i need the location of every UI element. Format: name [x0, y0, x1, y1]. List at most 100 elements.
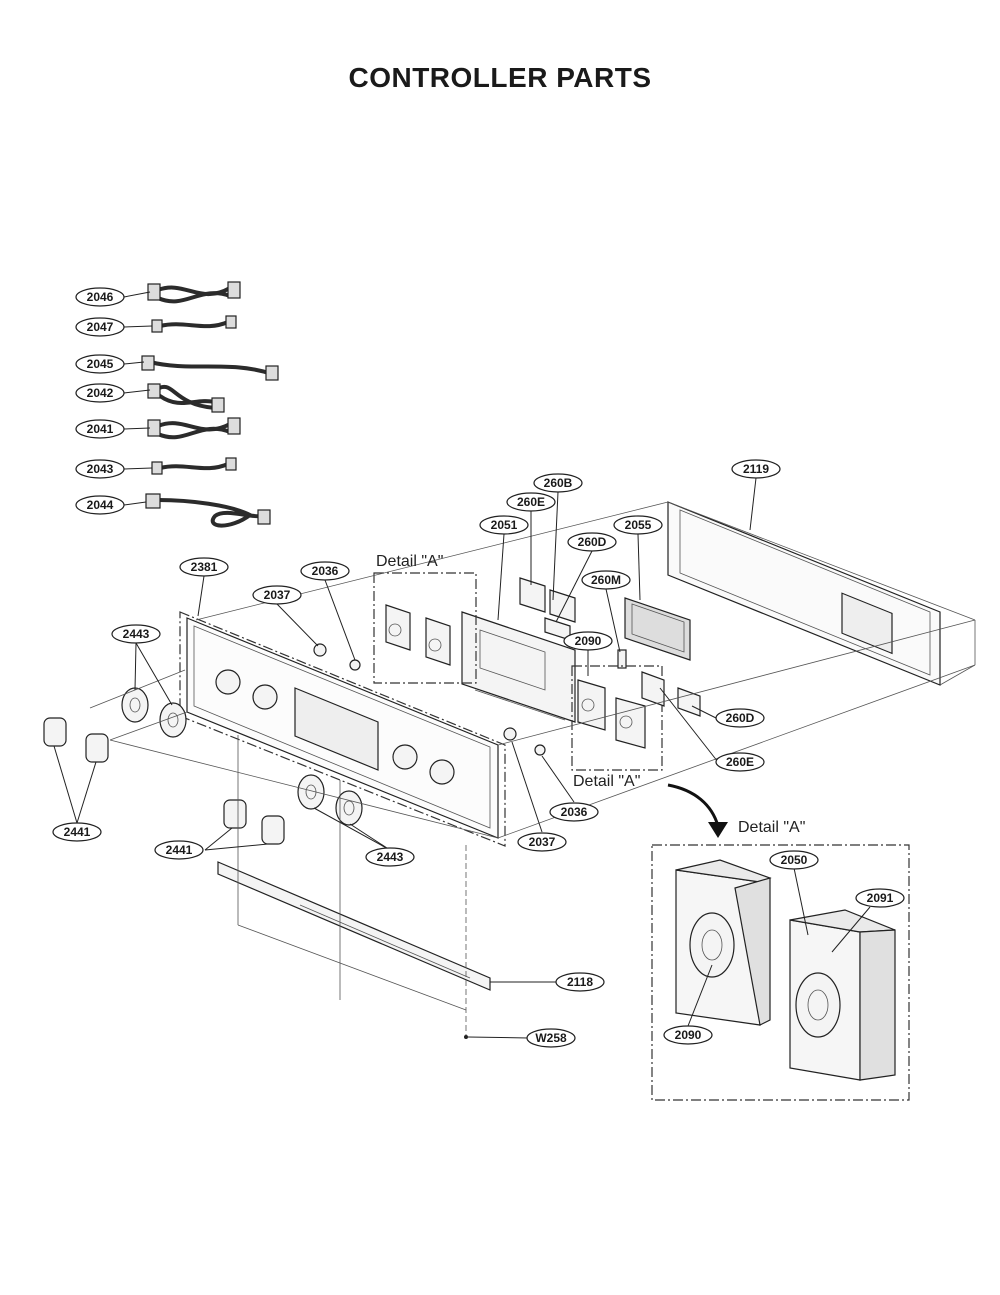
callout-oval	[731, 459, 781, 479]
callout-oval	[75, 317, 125, 337]
callout-2036-top: 2036	[300, 561, 350, 581]
callout-oval	[111, 624, 161, 644]
callout-label: 2036	[561, 805, 588, 819]
callout-260d-right: 260D	[715, 708, 765, 728]
washer-2036-top	[349, 659, 361, 671]
callout-oval	[581, 570, 631, 590]
callout-oval	[506, 492, 556, 512]
detail-a-inset	[651, 844, 910, 1101]
washer-2036-bot	[534, 744, 546, 756]
callout-oval	[526, 1028, 576, 1048]
callout-oval	[75, 495, 125, 515]
callout-label: 260B	[544, 476, 573, 490]
bracket-2118	[217, 861, 491, 991]
callout-oval	[75, 459, 125, 479]
sub-board-260E-right	[641, 671, 665, 707]
detail-a-box-right	[571, 665, 663, 771]
callout-oval	[769, 850, 819, 870]
callout-oval	[567, 532, 617, 552]
callout-2041: 2041	[75, 419, 125, 439]
callout-oval	[75, 419, 125, 439]
callout-label: 2036	[312, 564, 339, 578]
callout-label: 260D	[578, 535, 607, 549]
washer-2037-top	[313, 643, 327, 657]
callout-2441-left: 2441	[52, 822, 102, 842]
callout-260e-right: 260E	[715, 752, 765, 772]
callout-oval	[75, 287, 125, 307]
callout-label: 2050	[781, 853, 808, 867]
connector-260M	[617, 649, 627, 669]
callout-label: 260E	[517, 495, 545, 509]
callout-2441-mid: 2441	[154, 840, 204, 860]
callout-2443-mid: 2443	[365, 847, 415, 867]
sub-board-260B	[549, 589, 576, 623]
callout-label: 2441	[64, 825, 91, 839]
encoder-assembly-right	[577, 679, 646, 749]
callout-2043: 2043	[75, 459, 125, 479]
callout-oval	[365, 847, 415, 867]
encoder-assembly-top	[385, 604, 451, 666]
callout-oval	[715, 752, 765, 772]
callout-label: 2055	[625, 518, 652, 532]
callout-2381: 2381	[179, 557, 229, 577]
callout-2090-det: 2090	[663, 1025, 713, 1045]
knob-2441-a	[43, 717, 67, 747]
leader-lines	[53, 291, 871, 1039]
callout-oval	[715, 708, 765, 728]
detail-a-label-top: Detail "A"	[376, 553, 443, 570]
wire-harness-2045	[141, 355, 279, 381]
callout-label: 2443	[377, 850, 404, 864]
callout-260m: 260M	[581, 570, 631, 590]
wire-harness-2046	[147, 281, 241, 304]
encoder-housing-small	[789, 909, 896, 1081]
callout-oval	[75, 354, 125, 374]
page-title: CONTROLLER PARTS	[348, 62, 652, 93]
callout-oval	[179, 557, 229, 577]
callout-2090-mid: 2090	[563, 631, 613, 651]
callout-oval	[663, 1025, 713, 1045]
bezel-2443-c	[297, 774, 325, 810]
encoder-housing-large	[675, 859, 772, 1026]
callout-2050: 2050	[769, 850, 819, 870]
callout-oval	[517, 832, 567, 852]
callout-oval	[549, 802, 599, 822]
callout-label: 2091	[867, 891, 894, 905]
callout-2042: 2042	[75, 383, 125, 403]
callout-w258: W258	[526, 1028, 576, 1048]
callout-label: 2042	[87, 386, 114, 400]
callout-label: 2037	[529, 835, 556, 849]
bezel-2443-a	[121, 687, 149, 723]
callout-label: 2118	[567, 975, 593, 989]
callout-label: 2119	[743, 462, 769, 476]
callout-label: 260M	[591, 573, 621, 587]
callout-oval	[52, 822, 102, 842]
callout-2044: 2044	[75, 495, 125, 515]
detail-arrow-head	[708, 822, 728, 838]
wire-harness-2044	[145, 493, 271, 528]
callout-label: 2043	[87, 462, 114, 476]
wire-harness-2047	[151, 315, 237, 333]
callout-label: 2381	[191, 560, 218, 574]
detail-a-label-mid: Detail "A"	[573, 773, 640, 790]
bezel-2443-d	[335, 790, 363, 826]
construction-lines	[89, 501, 976, 1035]
callout-260d-top: 260D	[567, 532, 617, 552]
callout-oval	[300, 561, 350, 581]
screw-W258	[464, 1035, 468, 1039]
knob-2441-b	[85, 733, 109, 763]
callout-label: 2041	[87, 422, 114, 436]
wire-harness-2042	[147, 383, 225, 413]
detail-a-label-inset: Detail "A"	[738, 819, 805, 836]
control-panel-2381	[179, 611, 506, 847]
wire-harness-2043	[151, 457, 237, 475]
callout-label: 2051	[491, 518, 518, 532]
callout-oval	[75, 383, 125, 403]
detail-a-box-top	[373, 572, 477, 684]
callout-2443-left: 2443	[111, 624, 161, 644]
callout-2037-bot: 2037	[517, 832, 567, 852]
callout-label: 2441	[166, 843, 193, 857]
bezel-2443-b	[159, 702, 187, 738]
callout-2037-top: 2037	[252, 585, 302, 605]
callout-2036-bot: 2036	[549, 802, 599, 822]
